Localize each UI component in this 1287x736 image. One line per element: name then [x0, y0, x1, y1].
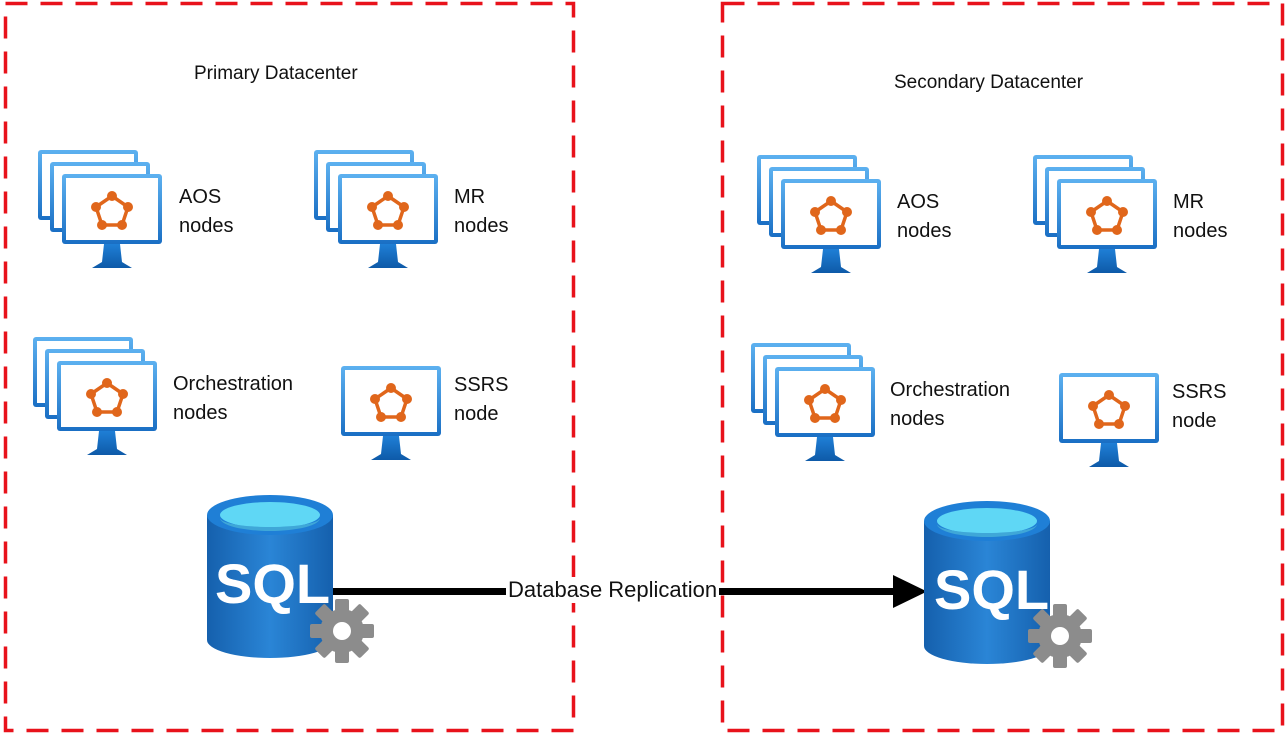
virtual-machine-icon: [38, 150, 168, 274]
node-label-line2: nodes: [897, 220, 952, 242]
replication-label: Database Replication: [506, 577, 720, 603]
virtual-machine-icon: [314, 150, 444, 274]
secondary-orchestration-node: Orchestration nodes: [751, 343, 1010, 472]
node-label-line1: SSRS: [454, 374, 509, 396]
node-label-line1: Orchestration: [890, 379, 1011, 401]
secondary-datacenter-title: Secondary Datacenter: [894, 72, 1084, 93]
node-label-line1: MR: [1173, 191, 1205, 213]
node-label-line2: nodes: [173, 402, 228, 424]
virtual-machine-icon: [751, 343, 881, 467]
node-label-line1: AOS: [897, 191, 940, 213]
primary-datacenter-box: [3, 1, 576, 733]
virtual-machine-icon: [1059, 373, 1161, 469]
node-label-line1: Orchestration: [173, 373, 294, 395]
node-label-line1: MR: [454, 186, 486, 208]
node-label-line2: node: [1172, 410, 1217, 432]
primary-aos-node: AOS nodes: [38, 150, 234, 279]
primary-datacenter-border: [3, 1, 576, 733]
secondary-datacenter-border: [720, 1, 1285, 733]
sql-label: SQL: [934, 558, 1049, 621]
secondary-datacenter-box: [720, 1, 1285, 733]
gear-icon: [310, 599, 374, 663]
node-label-line2: nodes: [454, 215, 509, 237]
sql-label: SQL: [215, 552, 330, 615]
secondary-ssrs-node: SSRS node: [1059, 373, 1226, 474]
primary-datacenter-title: Primary Datacenter: [194, 63, 358, 84]
virtual-machine-icon: [33, 337, 163, 461]
primary-orchestration-node: Orchestration nodes: [33, 337, 293, 466]
primary-ssrs-node: SSRS node: [341, 366, 508, 467]
secondary-aos-node: AOS nodes: [757, 155, 952, 284]
node-label-line1: AOS: [179, 186, 222, 208]
gear-icon: [1028, 604, 1092, 668]
node-label-line2: nodes: [1173, 220, 1228, 242]
primary-sql-database: SQL: [207, 495, 374, 663]
node-label-line2: nodes: [179, 215, 234, 237]
secondary-mr-node: MR nodes: [1033, 155, 1228, 284]
node-label-line1: SSRS: [1172, 381, 1227, 403]
node-label-line2: node: [454, 403, 499, 425]
node-label-line2: nodes: [890, 408, 945, 430]
virtual-machine-icon: [341, 366, 443, 462]
virtual-machine-icon: [1033, 155, 1163, 279]
secondary-sql-database: SQL: [924, 501, 1092, 668]
virtual-machine-icon: [757, 155, 887, 279]
arrowhead-icon: [893, 575, 927, 608]
primary-mr-node: MR nodes: [314, 150, 509, 279]
